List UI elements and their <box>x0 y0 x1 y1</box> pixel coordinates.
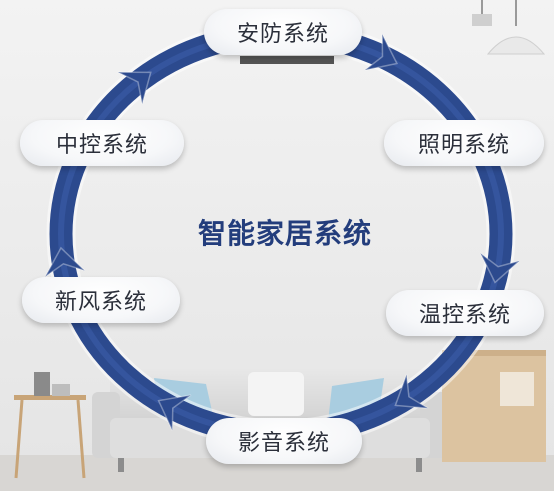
flow-arrow-5 <box>44 246 86 278</box>
center-title: 智能家居系统 <box>197 217 372 250</box>
flow-arrow-6 <box>117 71 152 105</box>
node-central-control-system: 中控系统 <box>20 120 184 166</box>
node-fresh-air-system: 新风系统 <box>22 277 180 323</box>
flow-arrow-3 <box>394 374 429 409</box>
node-audio-video-system: 影音系统 <box>206 418 362 464</box>
node-temperature-control-system: 温控系统 <box>386 290 544 336</box>
node-lighting-system: 照明系统 <box>384 120 544 166</box>
flow-arrow-1 <box>364 33 399 71</box>
flow-arrow-2 <box>479 252 521 284</box>
node-security-system: 安防系统 <box>204 9 362 55</box>
flow-arrow-4 <box>157 394 192 431</box>
